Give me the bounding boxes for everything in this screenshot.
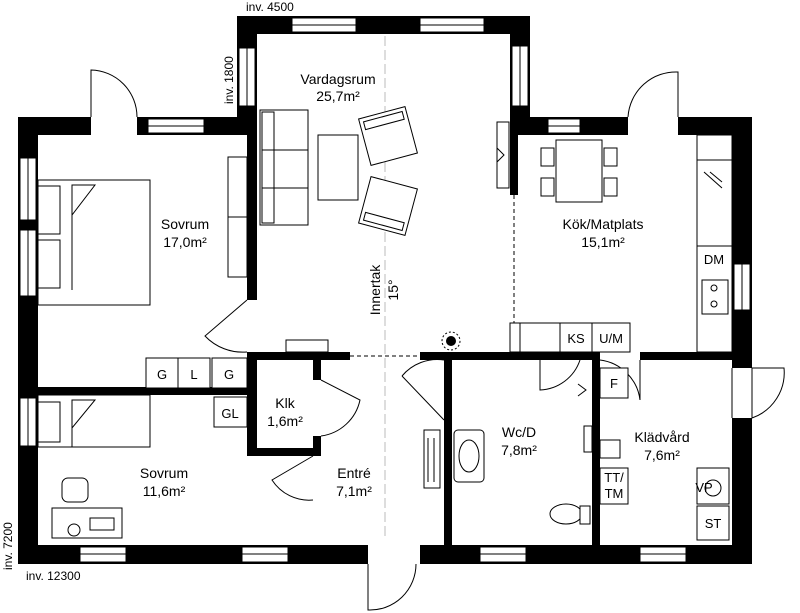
room-innertak-angle: 15° bbox=[385, 279, 401, 300]
room-entre-name: Entré bbox=[337, 465, 371, 481]
room-innertak-name: Innertak bbox=[367, 264, 383, 316]
room-kok-area: 15,1m² bbox=[581, 234, 625, 250]
room-sovrum1-name: Sovrum bbox=[161, 216, 209, 232]
room-vardagsrum-name: Vardagsrum bbox=[300, 71, 375, 87]
dim-left-lower: inv. 7200 bbox=[1, 522, 15, 570]
dimension-labels: inv. 4500 inv. 1800 inv. 7200 inv. 12300 bbox=[1, 0, 294, 583]
room-kok-name: Kök/Matplats bbox=[563, 216, 644, 232]
room-labels: Vardagsrum 25,7m² Sovrum 17,0m² Kök/Matp… bbox=[140, 71, 690, 499]
fixture-g2: G bbox=[224, 367, 234, 382]
interior-walls bbox=[36, 135, 732, 550]
dim-top: inv. 4500 bbox=[246, 0, 294, 14]
room-kladvard-name: Klädvård bbox=[634, 429, 689, 445]
room-sovrum2-name: Sovrum bbox=[140, 465, 188, 481]
fixture-gl: GL bbox=[221, 406, 238, 421]
room-entre-area: 7,1m² bbox=[336, 483, 372, 499]
fixture-tt: TT/ bbox=[604, 470, 624, 485]
exterior-doors bbox=[90, 69, 785, 611]
windows bbox=[19, 17, 751, 563]
interior-doors bbox=[204, 299, 641, 501]
fixture-tm: TM bbox=[605, 486, 624, 501]
furniture-wc bbox=[423, 383, 593, 525]
fixture-vp: VP bbox=[695, 480, 712, 495]
fixture-g1: G bbox=[157, 367, 167, 382]
furniture-bedroom-2 bbox=[37, 394, 151, 539]
fixture-st: ST bbox=[705, 516, 722, 531]
furniture-living bbox=[259, 105, 510, 353]
dim-bottom: inv. 12300 bbox=[26, 569, 81, 583]
room-sovrum1-area: 17,0m² bbox=[163, 234, 207, 250]
room-wc-area: 7,8m² bbox=[501, 442, 537, 458]
fixture-um: U/M bbox=[599, 331, 623, 346]
furniture-laundry bbox=[599, 367, 730, 541]
room-vardagsrum-area: 25,7m² bbox=[316, 88, 360, 104]
fixture-ks: KS bbox=[567, 331, 585, 346]
furniture-kitchen bbox=[509, 134, 733, 353]
room-wc-name: Wc/D bbox=[502, 424, 536, 440]
fixture-l: L bbox=[190, 367, 197, 382]
room-klk-name: Klk bbox=[275, 395, 295, 411]
room-sovrum2-area: 11,6m² bbox=[143, 483, 186, 499]
room-kladvard-area: 7,6m² bbox=[644, 447, 680, 463]
fixture-dm: DM bbox=[704, 252, 724, 267]
dim-left-upper: inv. 1800 bbox=[222, 56, 236, 104]
fixture-f: F bbox=[610, 376, 618, 391]
fixture-labels: G L G GL KS U/M DM F TT/ TM VP ST bbox=[157, 252, 724, 531]
furniture-storage bbox=[145, 357, 248, 428]
furniture-bedroom-1 bbox=[37, 156, 248, 306]
room-klk-area: 1,6m² bbox=[267, 413, 303, 429]
